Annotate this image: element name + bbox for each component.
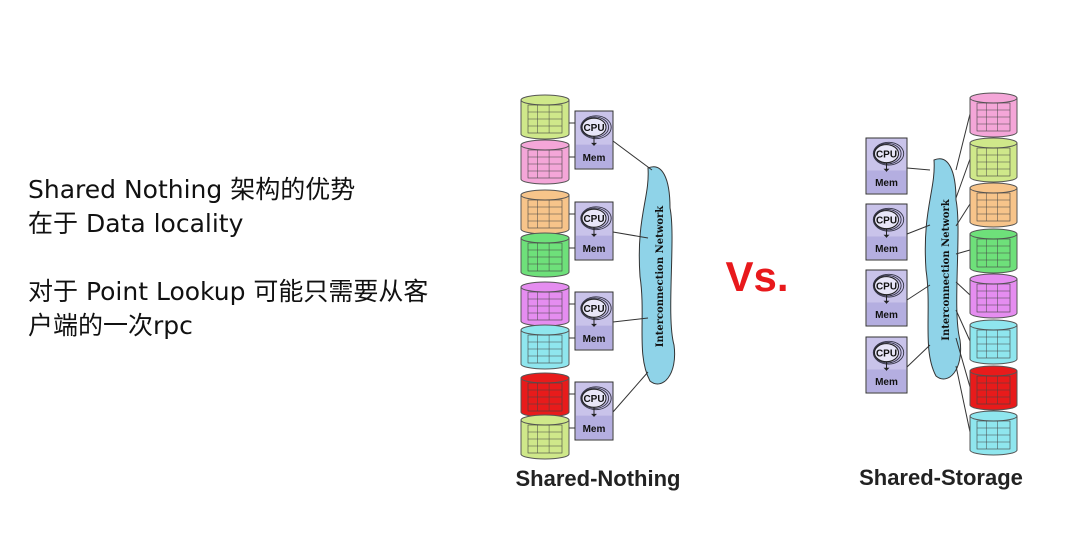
disk [969, 228, 1018, 274]
cpu-mem-node: CPU Mem [574, 110, 614, 170]
disk [520, 281, 570, 327]
disk [969, 410, 1018, 456]
mem-label: Mem [583, 153, 606, 164]
mem-label: Mem [875, 244, 898, 255]
cpu-label: CPU [876, 216, 897, 227]
disk [520, 324, 570, 370]
cpu-label: CPU [583, 214, 604, 225]
note-data-locality: Shared Nothing 架构的优势 在于 Data locality [28, 175, 356, 238]
shared-storage-diagram: Interconnection NetworkCPUMemCPUMemCPUMe… [865, 92, 1018, 456]
network-label: Interconnection Network [941, 198, 952, 340]
note-point-lookup: 对于 Point Lookup 可能只需要从客 户端的一次rpc [28, 277, 429, 340]
mem-label: Mem [875, 310, 898, 321]
disk [969, 92, 1018, 138]
disk [520, 232, 570, 278]
mem-label: Mem [875, 178, 898, 189]
interconnection-network: Interconnection Network [638, 166, 676, 385]
mem-label: Mem [583, 244, 606, 255]
notes-text: Shared Nothing 架构的优势 在于 Data locality 对于… [28, 173, 488, 377]
mem-label: Mem [875, 377, 898, 388]
disk [520, 189, 570, 235]
disk [969, 182, 1018, 228]
disk [520, 414, 570, 460]
cpu-label: CPU [876, 349, 897, 360]
cpu-mem-node: CPU Mem [574, 381, 614, 441]
shared-nothing-caption: Shared-Nothing [516, 466, 681, 491]
disk [969, 365, 1018, 411]
disk [969, 137, 1018, 183]
cpu-label: CPU [876, 282, 897, 293]
cpu-mem-node: CPU Mem [574, 201, 614, 261]
disk [520, 372, 570, 418]
vs-label: Vs. [725, 253, 788, 300]
cpu-mem-node: CPU Mem [865, 269, 908, 327]
cpu-label: CPU [583, 304, 604, 315]
cpu-mem-node: CPU Mem [574, 291, 614, 351]
cpu-mem-node: CPU Mem [865, 336, 908, 394]
interconnection-network: Interconnection Network [924, 158, 962, 380]
cpu-label: CPU [583, 123, 604, 134]
shared-nothing-diagram: Interconnection NetworkCPUMemCPUMemCPUMe… [520, 94, 676, 460]
disk [969, 319, 1018, 365]
mem-label: Mem [583, 424, 606, 435]
network-label: Interconnection Network [655, 205, 666, 347]
cpu-mem-node: CPU Mem [865, 203, 908, 261]
disk [520, 139, 570, 185]
cpu-label: CPU [876, 150, 897, 161]
cpu-label: CPU [583, 394, 604, 405]
disk [969, 273, 1018, 319]
cpu-mem-node: CPU Mem [865, 137, 908, 195]
mem-label: Mem [583, 334, 606, 345]
disk [520, 94, 570, 140]
shared-storage-caption: Shared-Storage [859, 465, 1023, 490]
